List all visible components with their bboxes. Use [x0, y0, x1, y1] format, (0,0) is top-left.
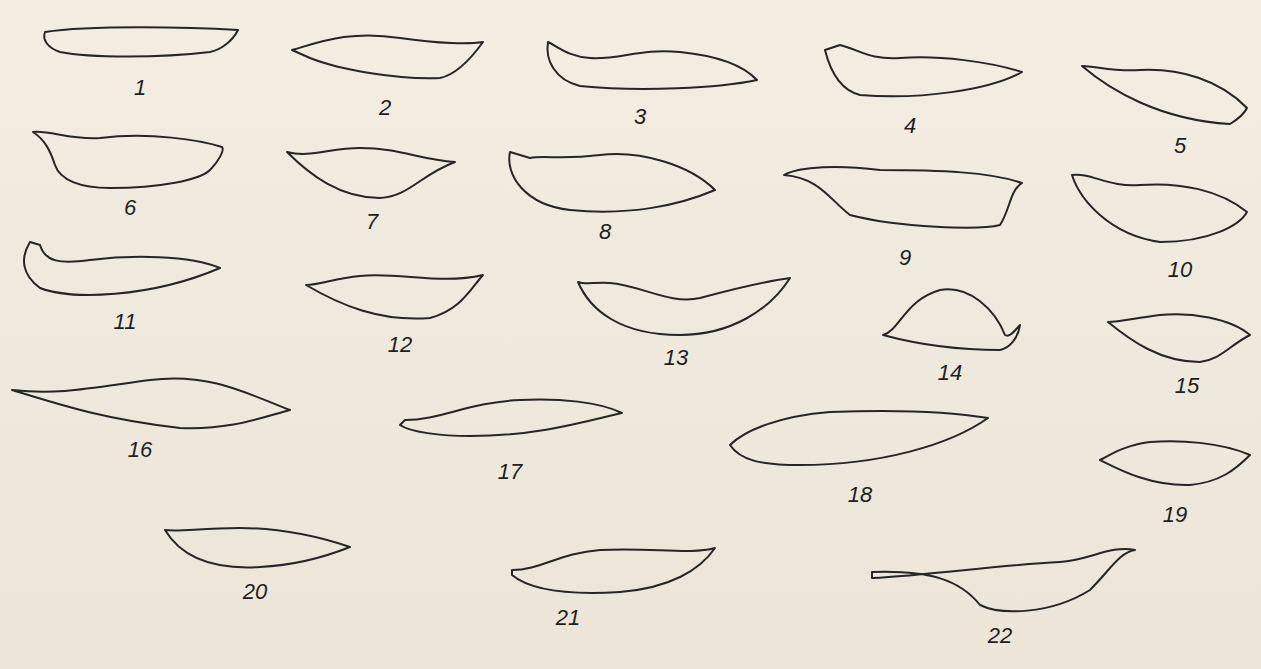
callout-number: 7 [366, 211, 378, 233]
leaf-outline [883, 289, 1020, 350]
leaf-outline [24, 242, 220, 295]
leaf-outline [306, 275, 483, 319]
leaf-outline [1072, 175, 1247, 242]
callout-number: 6 [124, 197, 136, 219]
callout-number: 10 [1168, 259, 1192, 281]
leaf-outline [33, 132, 223, 188]
callout-number: 11 [114, 311, 137, 333]
callout-number: 14 [938, 362, 962, 384]
callout-number: 15 [1175, 375, 1199, 397]
leaf-outline [1100, 441, 1250, 485]
leaf-outline [165, 528, 350, 567]
callout-number: 3 [634, 106, 646, 128]
leaf-outline [292, 35, 483, 78]
callout-number: 4 [904, 115, 916, 137]
leaf-outline [400, 400, 622, 436]
leaf-outline [44, 27, 238, 56]
callout-number: 1 [134, 77, 146, 99]
leaf-outline [872, 549, 1135, 611]
callout-number: 19 [1163, 504, 1187, 526]
leaf-outline [825, 45, 1022, 96]
callout-number: 12 [388, 334, 412, 356]
leaf-outline [1082, 66, 1247, 124]
callout-number: 18 [848, 484, 872, 506]
leaf-outline [1108, 314, 1250, 362]
leaf-outline [512, 548, 715, 593]
callout-number: 17 [498, 461, 522, 483]
leaf-outline [509, 152, 715, 212]
callout-number: 21 [556, 607, 580, 629]
callout-number: 5 [1174, 135, 1186, 157]
leaf-outline [784, 167, 1022, 228]
leaf-outline [287, 148, 455, 198]
callout-number: 22 [988, 625, 1012, 647]
leaf-outline [12, 378, 290, 428]
callout-number: 20 [243, 581, 267, 603]
leaf-outline [578, 278, 790, 335]
callout-number: 16 [128, 439, 152, 461]
callout-number: 2 [379, 97, 391, 119]
callout-number: 9 [899, 247, 911, 269]
callout-number: 8 [599, 221, 611, 243]
leaf-outline [547, 42, 757, 89]
leaf-outline [730, 411, 988, 465]
callout-number: 13 [664, 347, 688, 369]
